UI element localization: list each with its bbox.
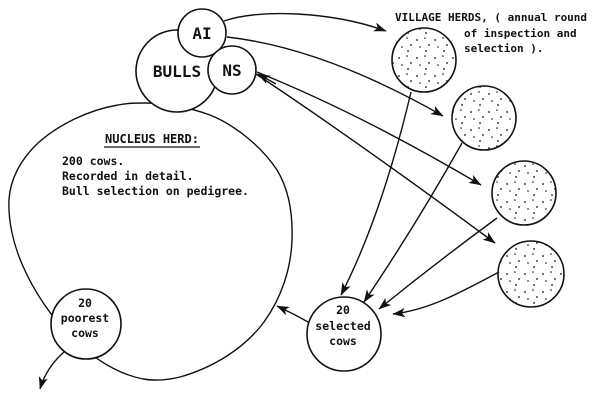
village-herds-note-line-3: selection ).	[464, 42, 543, 55]
arrowhead-into-ns	[257, 73, 277, 85]
arrow-ns-to-village-herd-3	[256, 71, 482, 186]
arrow-cull-poorest-cows	[38, 351, 65, 390]
village-herd-circle-1	[391, 27, 457, 93]
ns-circle	[207, 45, 257, 95]
arrow-village-herd-3-to-selected-cows	[378, 217, 498, 310]
village-herd-circle-2	[451, 85, 517, 151]
bulls-label: BULLS	[153, 62, 201, 81]
village-herds-note-line-2: of inspection and	[464, 27, 577, 40]
ai-label: AI	[192, 24, 211, 43]
arrow-ai-to-village-herd-2	[226, 36, 444, 117]
poorest-cows-label-line-3: cows	[71, 326, 99, 340]
selected-cows-label-line-1: 20	[336, 303, 350, 317]
nucleus-herd-circle	[8, 102, 293, 381]
nucleus-detail-line-2: Recorded in detail.	[62, 169, 194, 183]
arrow-village-herd-1-to-selected-cows	[340, 91, 412, 296]
nucleus-detail-line-3: Bull selection on pedigree.	[62, 184, 249, 198]
nucleus-detail-line-1: 200 cows.	[62, 154, 124, 168]
arrow-selected-cows-to-nucleus	[276, 305, 309, 323]
poorest-cows-label-line-2: poorest	[61, 311, 110, 325]
selected-cows-label-line-2: selected	[315, 319, 370, 333]
village-herd-circle-4	[497, 240, 565, 308]
selected-cows-circle	[306, 296, 382, 372]
arrow-ai-to-village-herd-1	[223, 12, 387, 32]
arrow-ns-to-village-herd-4	[255, 73, 496, 244]
nucleus-title: NUCLEUS HERD:	[105, 132, 199, 146]
ns-label: NS	[222, 61, 241, 80]
ai-circle	[177, 8, 227, 58]
selected-cows-label-line-3: cows	[329, 334, 357, 348]
poorest-cows-label-line-1: 20	[78, 296, 92, 310]
village-herd-circle-3	[491, 160, 557, 226]
village-herds-note-line-1: VILLAGE HERDS, ( annual round	[395, 11, 587, 24]
arrow-village-herd-2-to-selected-cows	[363, 142, 463, 303]
poorest-cows-circle	[50, 288, 122, 360]
arrow-village-herd-4-to-selected-cows	[392, 271, 500, 318]
